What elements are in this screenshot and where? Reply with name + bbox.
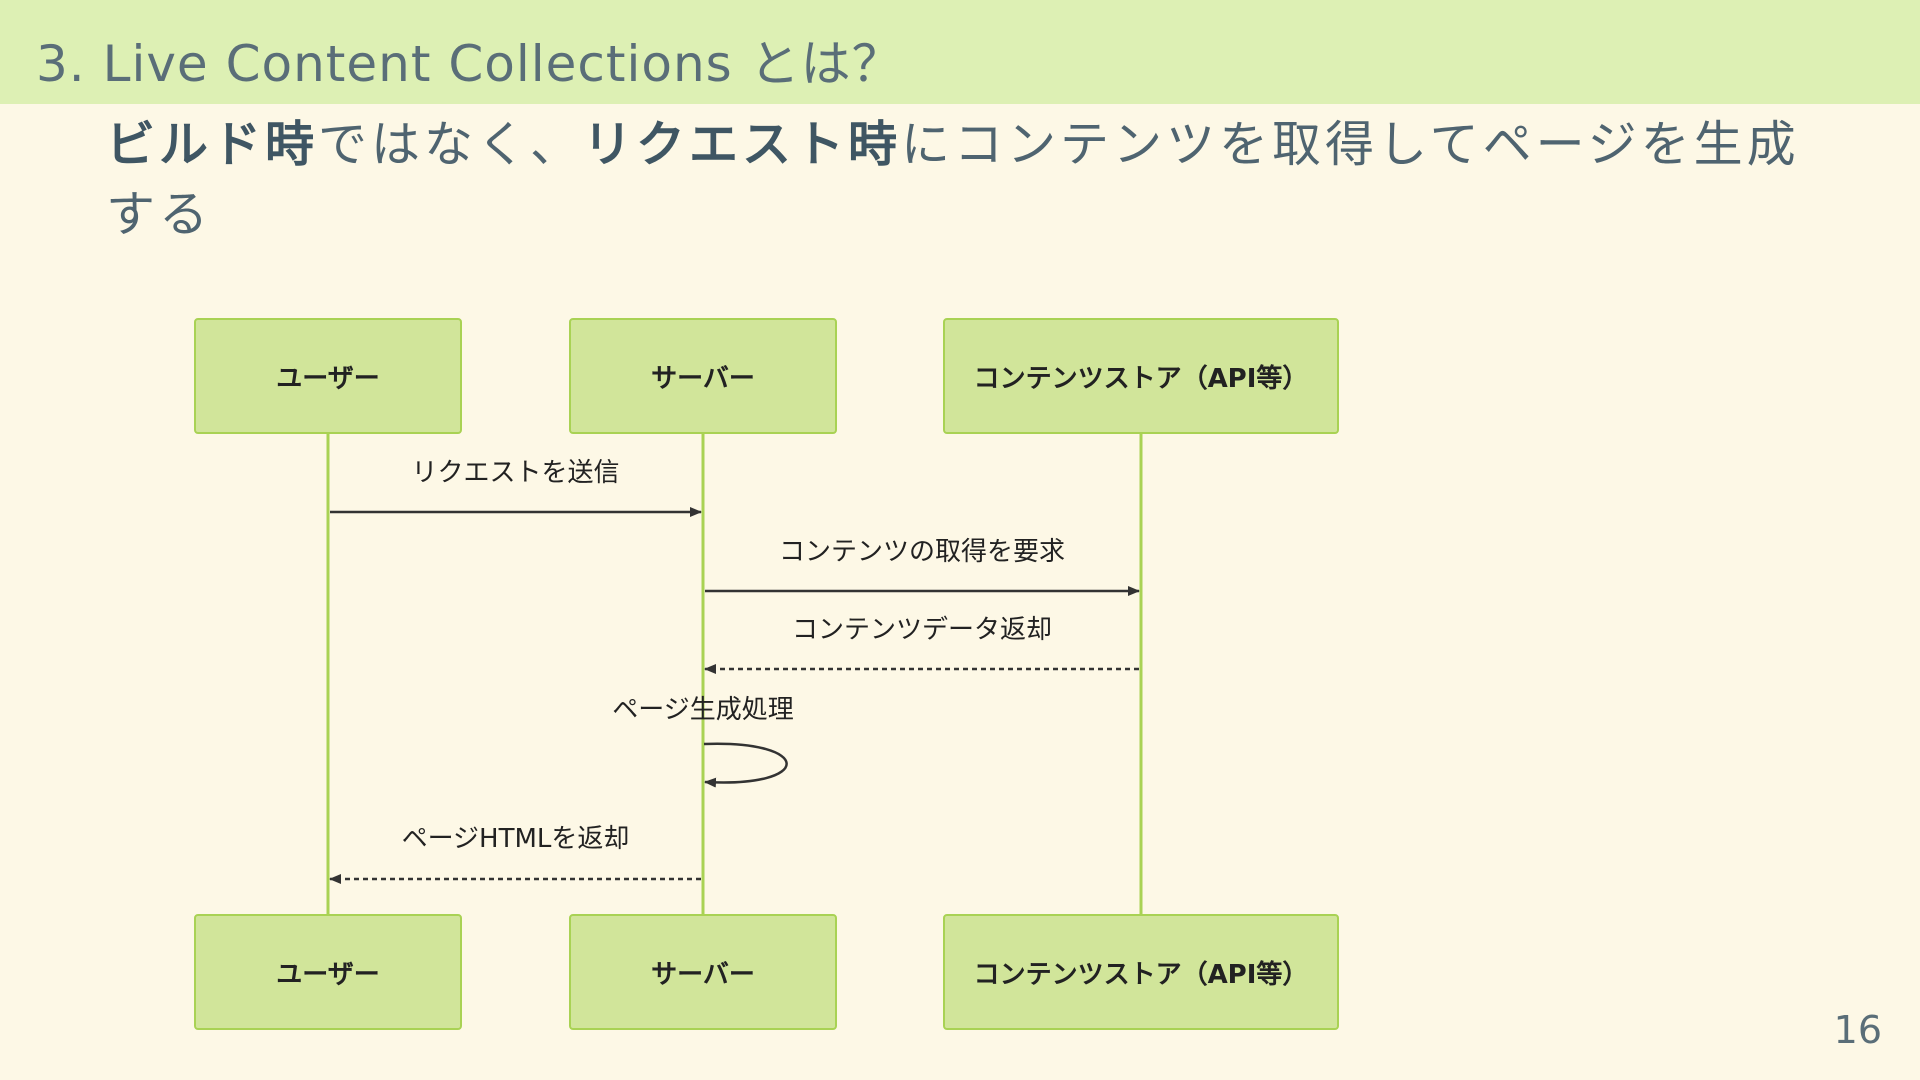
participant-server-bottom: サーバー: [569, 914, 837, 1030]
message-label: コンテンツの取得を要求: [778, 537, 1066, 567]
self-message-arrow: [703, 742, 788, 788]
page-number: 16: [1833, 1008, 1882, 1052]
slide-title: 3. Live Content Collections とは？: [36, 35, 903, 93]
participant-store-bottom: コンテンツストア（API等）: [943, 914, 1339, 1030]
slide-header: 3. Live Content Collections とは？: [0, 0, 1920, 104]
lead-text-part: にコンテンツを取得してページを生成する: [106, 116, 1800, 243]
message-label: リクエストを送信: [411, 458, 620, 488]
lead-emphasis-build: ビルド時: [106, 116, 319, 173]
message-label: ページ生成処理: [612, 695, 794, 725]
lead-text: ビルド時ではなく、リクエスト時にコンテンツを取得してページを生成する: [106, 110, 1826, 250]
participant-user-top: ユーザー: [194, 318, 462, 434]
lead-text-part: ではなく、: [318, 116, 584, 173]
participant-store-top: コンテンツストア（API等）: [943, 318, 1339, 434]
participant-server-top: サーバー: [569, 318, 837, 434]
message-label: コンテンツデータ返却: [791, 615, 1053, 645]
participant-user-bottom: ユーザー: [194, 914, 462, 1030]
message-label: ページHTMLを返却: [401, 824, 630, 854]
lead-emphasis-request: リクエスト時: [583, 116, 902, 173]
